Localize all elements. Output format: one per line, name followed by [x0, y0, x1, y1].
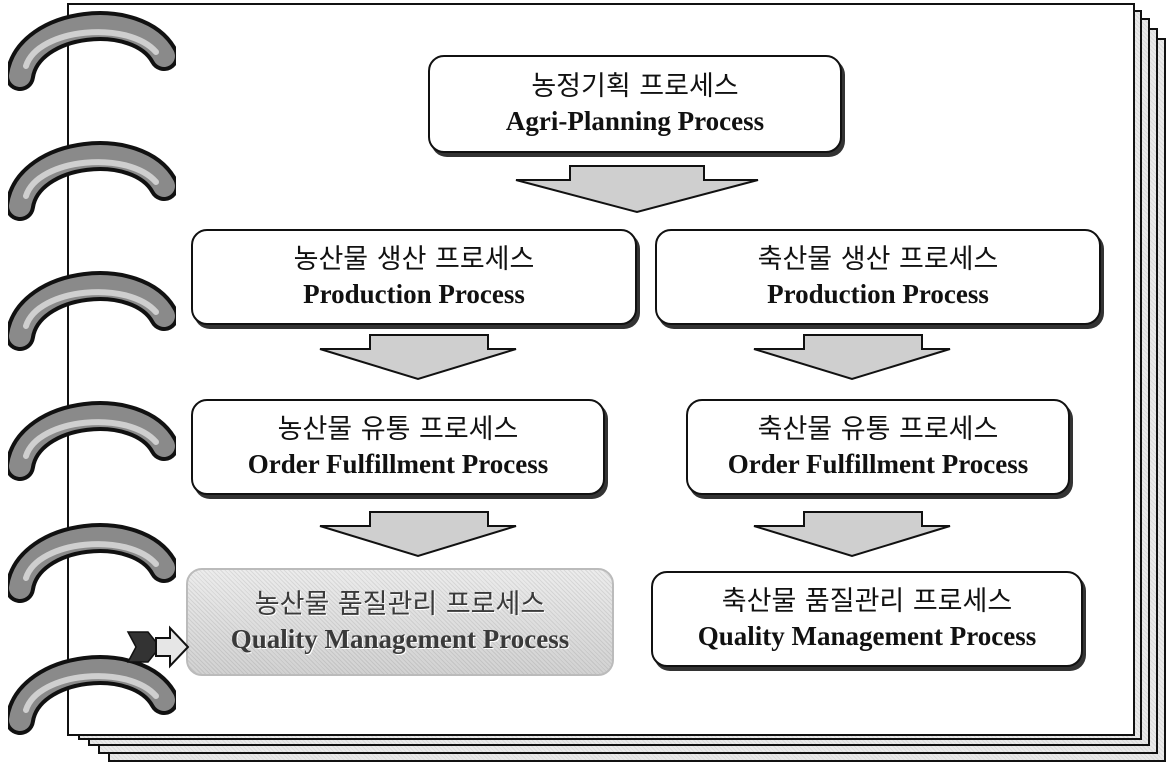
agri-order-fulfillment-process-box: 농산물 유통 프로세스 Order Fulfillment Process [191, 399, 605, 495]
process-title-korean: 농정기획 프로세스 [531, 71, 739, 102]
process-title-korean: 축산물 유통 프로세스 [757, 414, 999, 445]
process-title-korean: 농산물 유통 프로세스 [277, 414, 519, 445]
process-title-english: Quality Management Process [230, 624, 570, 654]
process-title-english: Quality Management Process [697, 621, 1037, 651]
agri-planning-process-box: 농정기획 프로세스 Agri-Planning Process [428, 55, 842, 153]
process-title-korean: 농산물 생산 프로세스 [293, 244, 535, 275]
down-arrow-icon [753, 511, 951, 558]
process-title-english: Order Fulfillment Process [247, 449, 549, 479]
binder-ring-icon [8, 655, 176, 735]
down-arrow-icon [319, 511, 517, 558]
livestock-production-process-box: 축산물 생산 프로세스 Production Process [655, 229, 1101, 325]
binder-ring-icon [8, 141, 176, 221]
process-title-korean: 농산물 품질관리 프로세스 [254, 589, 546, 620]
process-title-english: Agri-Planning Process [505, 106, 765, 136]
agri-quality-management-process-box: 농산물 품질관리 프로세스 Quality Management Process [186, 568, 614, 676]
process-title-english: Production Process [303, 279, 525, 309]
agri-production-process-box: 농산물 생산 프로세스 Production Process [191, 229, 637, 325]
process-title-korean: 축산물 품질관리 프로세스 [721, 586, 1013, 617]
process-title-english: Order Fulfillment Process [727, 449, 1029, 479]
livestock-quality-management-process-box: 축산물 품질관리 프로세스 Quality Management Process [651, 571, 1083, 667]
pointer-arrow-icon [126, 625, 190, 669]
binder-ring-icon [8, 401, 176, 481]
binder-ring-icon [8, 523, 176, 603]
binder-ring-icon [8, 271, 176, 351]
livestock-order-fulfillment-process-box: 축산물 유통 프로세스 Order Fulfillment Process [686, 399, 1070, 495]
down-arrow-icon [515, 165, 759, 214]
process-title-english: Production Process [767, 279, 989, 309]
process-title-korean: 축산물 생산 프로세스 [757, 244, 999, 275]
binder-ring-icon [8, 11, 176, 91]
down-arrow-icon [753, 334, 951, 381]
down-arrow-icon [319, 334, 517, 381]
